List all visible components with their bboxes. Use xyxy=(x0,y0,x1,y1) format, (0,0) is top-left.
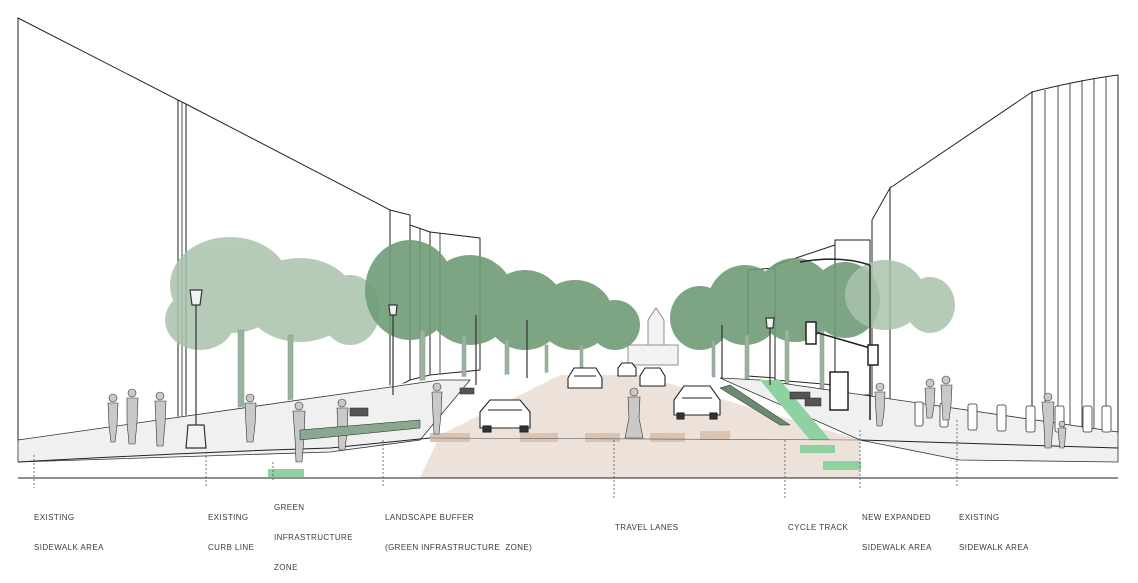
person xyxy=(126,388,139,445)
label-line: EXISTING xyxy=(208,513,249,522)
person xyxy=(1057,420,1067,449)
person xyxy=(940,375,953,421)
person xyxy=(292,401,306,463)
label-green-infrastructure-zone: GREEN INFRASTRUCTURE ZONE xyxy=(274,483,353,583)
label-line: SIDEWALK AREA xyxy=(959,543,1029,552)
tree-trunks xyxy=(237,329,825,431)
building-facade-lines xyxy=(181,77,1107,431)
car-right-mid xyxy=(639,367,666,387)
bollards xyxy=(914,401,1112,433)
person xyxy=(244,393,257,443)
right-buildings xyxy=(747,74,1119,433)
street-lamps xyxy=(185,289,775,449)
label-travel-lanes: TRAVEL LANES xyxy=(615,503,679,543)
person xyxy=(107,393,119,443)
person xyxy=(154,391,167,447)
label-line: LANDSCAPE BUFFER xyxy=(385,513,475,522)
car-left-near xyxy=(479,399,531,433)
bike-lane-markings xyxy=(268,380,861,477)
pedestrians xyxy=(107,375,1067,463)
streetscape-section-illustration xyxy=(17,17,1119,500)
label-leader-lines xyxy=(33,420,958,500)
label-line: (GREEN INFRASTRUCTURE ZONE) xyxy=(385,543,533,552)
person xyxy=(924,378,936,419)
left-buildings xyxy=(17,17,481,441)
distant-tower xyxy=(627,307,679,366)
label-cycle-track: CYCLE TRACK xyxy=(788,503,848,543)
label-new-expanded-sidewalk: NEW EXPANDED SIDEWALK AREA xyxy=(862,493,932,563)
label-landscape-buffer: LANDSCAPE BUFFER (GREEN INFRASTRUCTURE Z… xyxy=(385,493,532,563)
label-existing-sidewalk-left: EXISTING SIDEWALK AREA xyxy=(34,493,104,563)
ground-lines xyxy=(17,437,1119,479)
tree-canopy-left xyxy=(165,237,640,350)
label-line: EXISTING xyxy=(34,513,75,522)
label-existing-sidewalk-right: EXISTING SIDEWALK AREA xyxy=(959,493,1029,563)
benches-and-planters xyxy=(299,384,822,441)
label-line: TRAVEL LANES xyxy=(615,523,679,532)
traffic-signal xyxy=(799,258,879,420)
label-line: CURB LINE xyxy=(208,543,255,552)
car-far xyxy=(617,362,637,377)
label-line: CYCLE TRACK xyxy=(788,523,849,532)
tree-canopy-right xyxy=(670,258,955,350)
person xyxy=(431,382,443,435)
car-right-near xyxy=(673,385,721,420)
label-line: INFRASTRUCTURE xyxy=(274,533,353,542)
crosswalk xyxy=(430,431,730,442)
label-line: SIDEWALK AREA xyxy=(34,543,104,552)
label-line: EXISTING xyxy=(959,513,1000,522)
label-line: ZONE xyxy=(274,563,298,572)
label-existing-curb-line: EXISTING CURB LINE xyxy=(208,493,254,563)
cars xyxy=(479,362,721,433)
person xyxy=(624,387,644,439)
label-line: NEW EXPANDED xyxy=(862,513,932,522)
person xyxy=(1041,392,1055,449)
car-left-mid xyxy=(567,367,603,389)
person xyxy=(874,382,886,427)
label-line: GREEN xyxy=(274,503,305,512)
label-line: SIDEWALK AREA xyxy=(862,543,932,552)
